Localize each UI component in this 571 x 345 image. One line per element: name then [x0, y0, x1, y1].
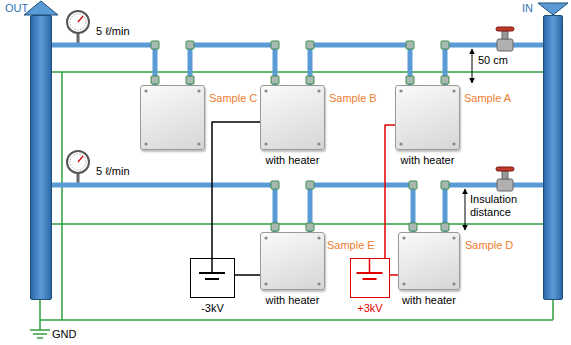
- ground-label: GND: [52, 328, 76, 341]
- ground-wire: [40, 72, 553, 330]
- valve: [496, 27, 514, 51]
- pipe-fitting: [409, 223, 417, 231]
- power-supply: -3kV: [190, 258, 235, 298]
- flow-rate: 5 ℓ/min: [96, 25, 130, 38]
- outlet-pipe: OUT: [30, 15, 52, 300]
- pressure-gauge: [67, 11, 89, 45]
- sample-panel: Sample C: [140, 85, 205, 150]
- hv-wire: [212, 122, 260, 258]
- out-arrow: [24, 1, 58, 15]
- water-pipe: [445, 45, 543, 85]
- pipe-fitting: [186, 76, 194, 84]
- pipe-fitting: [271, 181, 279, 189]
- pressure-gauge: [67, 151, 89, 185]
- water-pipe: [310, 45, 410, 85]
- screw-heads: [396, 86, 459, 149]
- water-pipe: [52, 185, 275, 232]
- pipe-fitting: [271, 41, 279, 49]
- dimension-label: Insulation distance: [470, 193, 532, 219]
- in-arrow: [538, 3, 568, 15]
- dc-source-symbol: [191, 259, 233, 296]
- sample-panel: Sample Awith heater: [395, 85, 460, 150]
- flow-rate: 5 ℓ/min: [96, 165, 130, 178]
- sample-label: Sample C: [209, 92, 257, 105]
- pipe-fitting: [306, 181, 314, 189]
- pipe-fitting: [271, 76, 279, 84]
- dimension-label: 50 cm: [478, 54, 508, 67]
- heater-note: with heater: [266, 154, 320, 167]
- screw-heads: [399, 233, 459, 289]
- dimension-arrow: [465, 189, 466, 230]
- heater-note: with heater: [402, 294, 456, 307]
- hv-wire: [385, 125, 395, 258]
- hv-wire: [390, 274, 398, 276]
- ground-symbol: [30, 330, 50, 338]
- pipe-fitting: [151, 76, 159, 84]
- sample-panel: Sample Bwith heater: [260, 85, 325, 150]
- pipe-fitting: [306, 76, 314, 84]
- sample-label: Sample B: [329, 92, 377, 105]
- pipe-fitting: [306, 41, 314, 49]
- voltage-label: +3kV: [357, 302, 382, 315]
- heater-note: with heater: [266, 294, 320, 307]
- pipe-fitting: [186, 41, 194, 49]
- sample-label: Sample A: [464, 92, 511, 105]
- sample-label: Sample E: [327, 239, 375, 252]
- power-supply: +3kV: [350, 258, 390, 298]
- water-pipe: [445, 185, 543, 232]
- screw-heads: [141, 86, 204, 149]
- hv-wire: [235, 274, 260, 276]
- pipe-fitting: [441, 223, 449, 231]
- pipe-fitting: [409, 181, 417, 189]
- pipe-fitting: [441, 181, 449, 189]
- flow-label: OUT: [5, 2, 28, 15]
- screw-heads: [261, 86, 324, 149]
- heater-note: with heater: [401, 154, 455, 167]
- sample-label: Sample D: [465, 239, 513, 252]
- screw-heads: [261, 233, 324, 289]
- pipe-fitting: [406, 41, 414, 49]
- inlet-pipe: IN: [543, 15, 563, 300]
- sample-panel: Sample Ewith heater: [260, 232, 325, 290]
- pipe-fitting: [406, 76, 414, 84]
- pipe-fitting: [441, 76, 449, 84]
- flow-label: IN: [522, 2, 533, 15]
- voltage-label: -3kV: [201, 302, 224, 315]
- pipe-fitting: [306, 223, 314, 231]
- dimension-arrow: [472, 49, 473, 83]
- sample-panel: Sample Dwith heater: [398, 232, 460, 290]
- pipe-fitting: [271, 223, 279, 231]
- pipe-fitting: [151, 41, 159, 49]
- dc-source-symbol: [351, 259, 388, 296]
- water-pipe: [52, 45, 155, 85]
- water-pipe: [310, 185, 413, 232]
- pipe-fitting: [441, 41, 449, 49]
- water-pipe: [190, 45, 275, 85]
- valve: [496, 167, 514, 191]
